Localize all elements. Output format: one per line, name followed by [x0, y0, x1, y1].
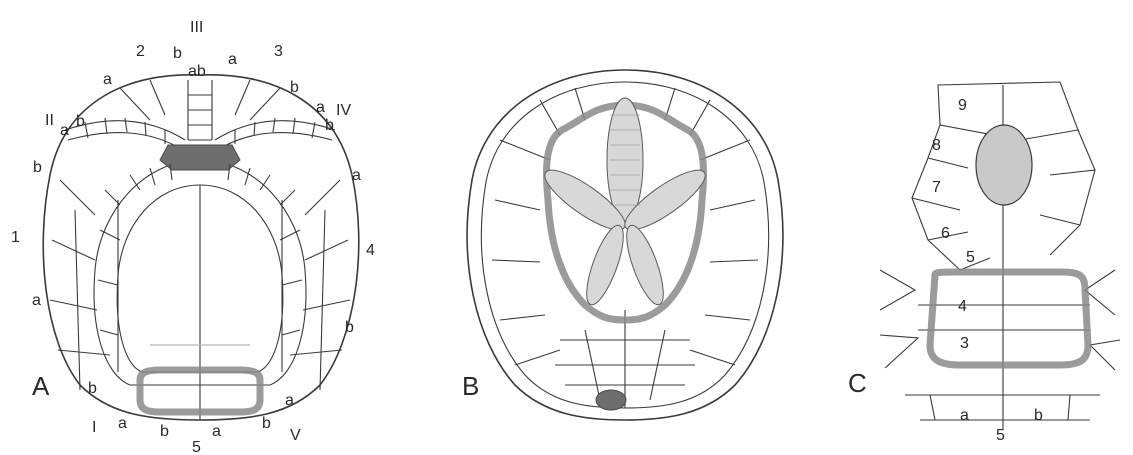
label-left-b-ii: b — [76, 113, 85, 130]
label-left-b: b — [33, 159, 42, 176]
plate-3: 3 — [960, 335, 969, 352]
plate-6: 6 — [941, 225, 950, 242]
panel-c-bottom-5: 5 — [996, 427, 1005, 444]
panel-b-petal-lower-left — [579, 221, 630, 308]
label-roman-iv: IV — [336, 102, 351, 119]
panel-c — [880, 82, 1120, 430]
label-num-4: 4 — [366, 242, 375, 259]
label-left-a-ii: a — [60, 122, 69, 139]
panel-a-top-plates — [120, 80, 280, 120]
label-top-b: b — [173, 45, 182, 62]
label-left-a: a — [32, 292, 41, 309]
plate-9: 9 — [958, 97, 967, 114]
label-bottom-left-b: b — [88, 380, 97, 397]
panel-a-plates-left — [50, 164, 172, 390]
label-panel-a: A — [32, 371, 50, 401]
label-roman-iii: III — [190, 19, 203, 36]
label-right-a-iv: a — [316, 99, 325, 116]
label-panel-b: B — [462, 371, 479, 401]
label-num-1: 1 — [11, 229, 20, 246]
panel-c-bottom-b: b — [1034, 407, 1043, 424]
label-num-3: 3 — [274, 43, 283, 60]
label-bottom-right-a: a — [285, 392, 294, 409]
label-panel-c: C — [848, 368, 867, 398]
label-right-b-top: b — [290, 79, 299, 96]
plate-7: 7 — [932, 179, 941, 196]
panel-a-apical-patch — [160, 145, 240, 170]
label-right-a: a — [352, 167, 361, 184]
label-roman-ii: II — [45, 112, 54, 129]
panel-a-petal-iv — [215, 118, 335, 150]
plate-8: 8 — [932, 137, 941, 154]
panel-b — [467, 70, 783, 420]
label-right-b: b — [345, 319, 354, 336]
label-top-a: a — [228, 51, 237, 68]
label-bottom-left-a: a — [118, 415, 127, 432]
panel-a-plates-right — [228, 164, 350, 390]
panel-c-peristome-band — [930, 272, 1088, 365]
label-left-a-top: a — [103, 71, 112, 88]
panel-b-periproct — [596, 390, 626, 410]
label-top-ab: ab — [188, 63, 206, 80]
label-bottom-mid-a: a — [212, 423, 221, 440]
panel-c-bottom-a: a — [960, 407, 969, 424]
panel-b-petal-lower-right — [619, 221, 670, 308]
plate-5: 5 — [966, 249, 975, 266]
label-roman-i: I — [92, 419, 96, 436]
label-num-2: 2 — [136, 43, 145, 60]
label-bottom-right-b: b — [262, 415, 271, 432]
panel-a-ambulacrum-iii — [188, 80, 212, 140]
plate-4: 4 — [958, 298, 967, 315]
label-roman-v: V — [290, 427, 301, 444]
label-num-5: 5 — [192, 439, 201, 455]
panel-c-periproct — [976, 125, 1032, 205]
label-bottom-mid-b: b — [160, 423, 169, 440]
label-right-b-iv: b — [325, 117, 334, 134]
panel-a — [43, 75, 359, 420]
